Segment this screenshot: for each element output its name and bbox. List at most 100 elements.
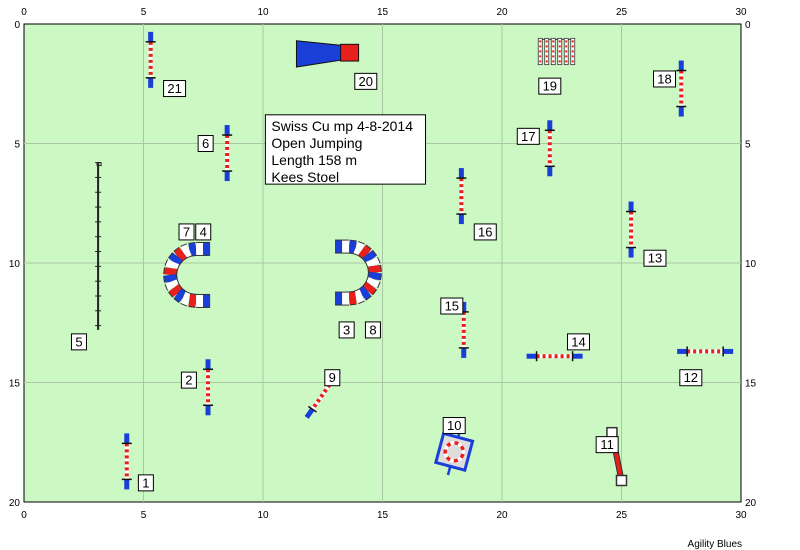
number-label-6: 6 <box>197 135 214 152</box>
jump-14 <box>526 351 583 362</box>
tunnel-segment <box>165 279 180 291</box>
jump-wing <box>124 479 130 490</box>
course-length: Length 158 m <box>271 152 357 168</box>
jump-wing <box>547 120 553 131</box>
tire-10 <box>433 428 475 476</box>
jump-wing <box>678 60 684 71</box>
number-label-7: 7 <box>178 223 195 241</box>
course-judge: Kees Stoel <box>271 169 339 185</box>
tunnel-segment <box>164 274 177 283</box>
number-label-text: 13 <box>648 251 662 266</box>
jump-wing <box>678 106 684 117</box>
x-tick-label-bottom: 20 <box>496 510 508 521</box>
weave-poles-19 <box>537 37 576 66</box>
y-tick-label-left: 10 <box>9 259 21 270</box>
chute-barrel <box>340 43 360 62</box>
jump-12 <box>677 346 734 357</box>
jump-wing <box>224 171 230 182</box>
tunnel-segment <box>165 259 180 271</box>
jump-stand <box>307 405 317 413</box>
tunnel-segment <box>358 286 372 300</box>
number-label-text: 8 <box>369 322 376 337</box>
number-label-box <box>679 369 703 387</box>
number-label-box <box>653 70 677 88</box>
x-tick-label-top: 25 <box>616 7 628 18</box>
y-tick-label-left: 5 <box>14 140 20 151</box>
x-tick-label-bottom: 25 <box>616 510 628 521</box>
tunnel-segment <box>180 244 192 258</box>
number-label-box <box>163 80 187 98</box>
x-tick-label-top: 20 <box>496 7 508 18</box>
number-label-text: 19 <box>543 79 557 94</box>
tire-frame <box>433 431 475 473</box>
number-label-box <box>516 127 540 145</box>
number-label-box <box>178 223 195 241</box>
dogwalk-5 <box>95 162 102 330</box>
number-label-text: 20 <box>359 74 373 89</box>
x-tick-label-top: 15 <box>377 7 389 18</box>
number-label-9: 9 <box>324 369 341 387</box>
number-label-21: 21 <box>163 80 187 98</box>
number-label-box <box>442 417 466 435</box>
tunnel-3 <box>335 239 382 306</box>
tunnel-segment <box>368 271 381 281</box>
x-tick-label-top: 10 <box>257 7 269 18</box>
number-label-text: 17 <box>521 129 535 144</box>
course-info-box: Swiss Cu mp 4-8-2014 Open Jumping Length… <box>264 114 427 185</box>
tunnel-segment <box>348 291 357 305</box>
jump-wing <box>628 201 634 212</box>
number-label-text: 15 <box>445 299 459 314</box>
x-tick-label-bottom: 5 <box>141 510 147 521</box>
jump-2 <box>203 359 214 416</box>
tunnel-segment <box>168 252 183 266</box>
credit-text: Agility Blues <box>688 539 742 550</box>
tunnel-segment <box>362 281 377 295</box>
number-label-text: 16 <box>478 224 492 239</box>
number-label-box <box>195 223 212 241</box>
jump-wing <box>723 348 734 354</box>
tunnel-segment <box>164 267 177 276</box>
y-tick-label-right: 0 <box>745 20 751 31</box>
number-label-20: 20 <box>354 72 378 90</box>
jump-wing <box>304 407 315 419</box>
jump-6 <box>222 125 233 182</box>
jump-wing <box>205 359 211 370</box>
number-label-17: 17 <box>516 127 540 145</box>
number-label-box <box>538 77 562 95</box>
x-tick-label-bottom: 0 <box>21 510 27 521</box>
jump-wing <box>461 347 467 358</box>
info-box-frame <box>264 114 427 185</box>
number-label-text: 1 <box>142 475 149 490</box>
y-tick-label-right: 5 <box>745 140 751 151</box>
tunnel-segment <box>366 276 380 288</box>
tunnel-segment <box>188 243 197 256</box>
jump-wing <box>628 247 634 258</box>
number-label-text: 7 <box>183 224 190 239</box>
x-tick-label-top: 5 <box>141 7 147 18</box>
jump-wing <box>547 166 553 177</box>
tunnel-segment <box>353 241 365 256</box>
number-label-text: 10 <box>447 418 461 433</box>
number-label-3: 3 <box>338 321 355 339</box>
jump-wing <box>572 353 583 359</box>
number-label-box <box>324 369 341 387</box>
x-tick-label-top: 30 <box>735 7 747 18</box>
number-label-box <box>338 321 355 339</box>
chute-20 <box>295 40 360 68</box>
jump-wing <box>458 168 464 179</box>
x-tick-label-bottom: 15 <box>377 510 389 521</box>
course-class: Open Jumping <box>271 135 362 151</box>
y-tick-label-left: 20 <box>9 498 21 509</box>
number-label-text: 11 <box>600 437 614 452</box>
number-label-4: 4 <box>195 223 212 241</box>
y-tick-label-right: 15 <box>745 379 757 390</box>
jump-17 <box>544 120 555 177</box>
jump-15 <box>458 301 469 358</box>
number-label-text: 21 <box>167 81 181 96</box>
number-label-text: 2 <box>185 373 192 388</box>
number-label-box <box>440 297 464 315</box>
tire-ring-stripes <box>443 441 465 463</box>
